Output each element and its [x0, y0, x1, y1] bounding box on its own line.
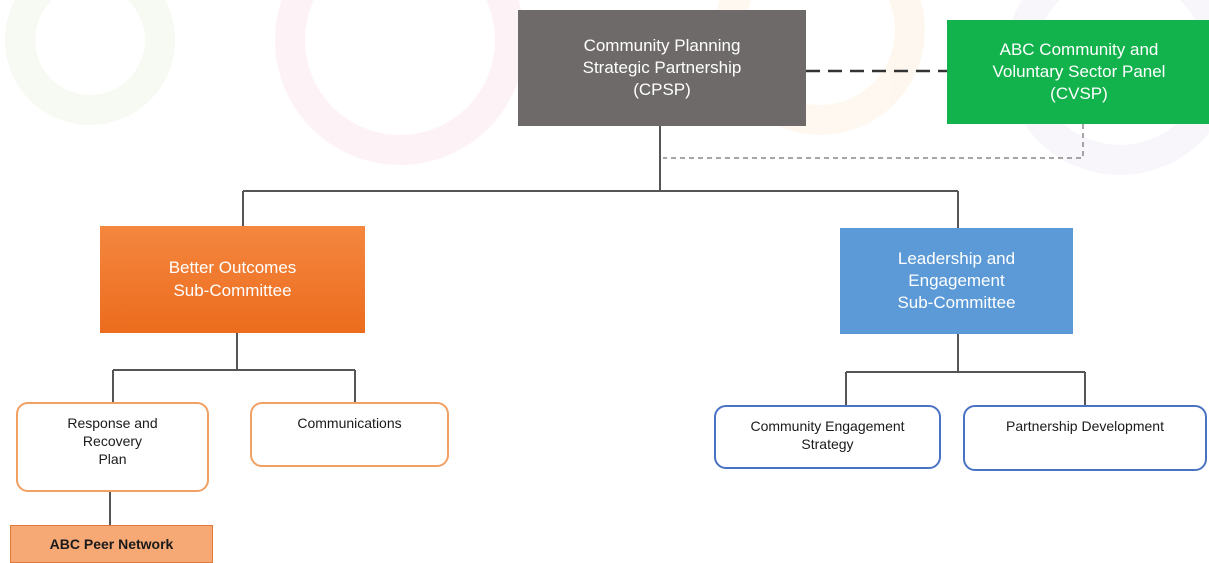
peer-network-label: ABC Peer Network — [49, 535, 174, 552]
cpsp-box: Community Planning Strategic Partnership… — [518, 10, 806, 126]
cvsp-box: ABC Community and Voluntary Sector Panel… — [947, 20, 1209, 124]
community-engagement-box: Community Engagement Strategy — [714, 405, 941, 469]
response-recovery-box: Response and Recovery Plan — [16, 402, 209, 492]
cpsp-line-1: Community Planning — [583, 35, 741, 55]
engagement-line-1: Community Engagement — [750, 418, 905, 434]
communications-label: Communications — [297, 415, 402, 431]
link-cvsp-trunk-dashed — [663, 124, 1084, 159]
cvsp-line-1: ABC Community and — [999, 39, 1159, 59]
better-outcomes-line-1: Better Outcomes — [168, 258, 297, 278]
engagement-line-2: Strategy — [801, 436, 854, 453]
partnership-development-box: Partnership Development — [963, 405, 1207, 471]
response-line-3: Plan — [98, 451, 127, 468]
better-outcomes-line-2: Sub-Committee — [173, 280, 292, 300]
response-line-1: Response and — [67, 415, 158, 431]
partnership-label: Partnership Development — [1006, 418, 1164, 434]
cpsp-line-3: (CPSP) — [633, 80, 691, 100]
leadership-box: Leadership and Engagement Sub-Committee — [840, 228, 1073, 334]
response-line-2: Recovery — [82, 433, 143, 450]
cvsp-line-3: (CVSP) — [1050, 84, 1108, 104]
leadership-line-3: Sub-Committee — [897, 293, 1016, 313]
leadership-line-1: Leadership and — [897, 248, 1016, 268]
better-outcomes-box: Better Outcomes Sub-Committee — [100, 226, 365, 333]
cvsp-line-2: Voluntary Sector Panel — [992, 61, 1166, 81]
cpsp-line-2: Strategic Partnership — [582, 57, 742, 77]
peer-network-box: ABC Peer Network — [10, 525, 213, 563]
communications-box: Communications — [250, 402, 449, 467]
leadership-line-2: Engagement — [908, 270, 1005, 290]
